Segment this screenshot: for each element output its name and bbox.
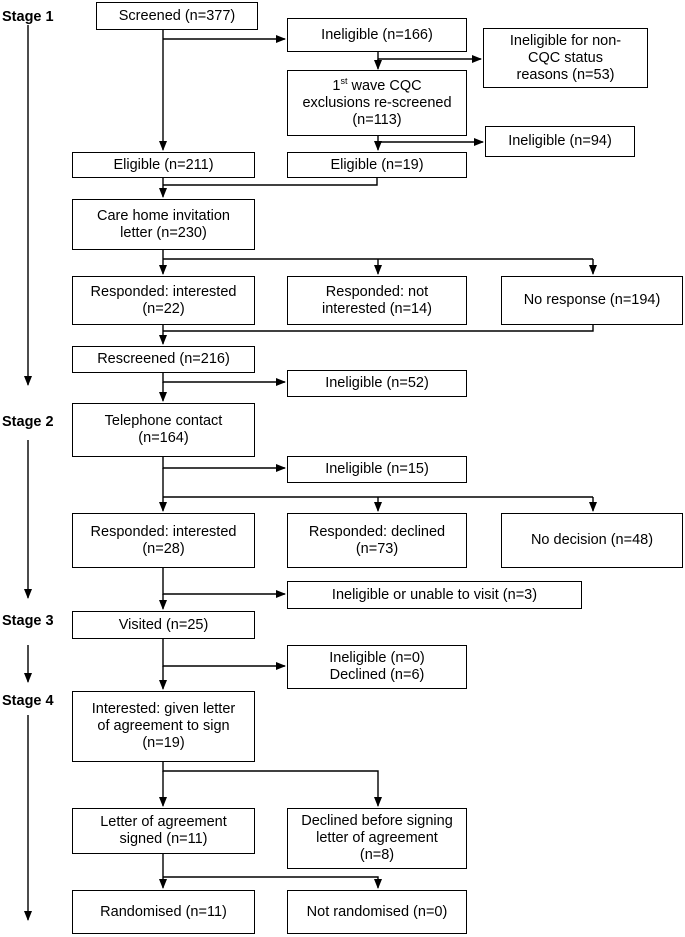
box-responded-interested-22: Responded: interested (n=22) bbox=[72, 276, 255, 325]
box-responded-not-interested: Responded: not interested (n=14) bbox=[287, 276, 467, 325]
box-rescreened: Rescreened (n=216) bbox=[72, 346, 255, 373]
box-interested-given-letter: Interested: given letter of agreement to… bbox=[72, 691, 255, 762]
box-randomised: Randomised (n=11) bbox=[72, 890, 255, 934]
box-eligible-211: Eligible (n=211) bbox=[72, 152, 255, 178]
box-not-randomised: Not randomised (n=0) bbox=[287, 890, 467, 934]
connector bbox=[162, 456, 286, 472]
connector bbox=[162, 638, 286, 670]
box-no-response: No response (n=194) bbox=[501, 276, 683, 325]
connector bbox=[162, 372, 286, 386]
box-letter-signed: Letter of agreement signed (n=11) bbox=[72, 808, 255, 854]
box-telephone-contact: Telephone contact (n=164) bbox=[72, 403, 255, 457]
box-no-decision: No decision (n=48) bbox=[501, 513, 683, 568]
connector bbox=[377, 135, 484, 146]
connector bbox=[163, 324, 594, 332]
box-ineligible-declined: Ineligible (n=0) Declined (n=6) bbox=[287, 645, 467, 689]
cqc-rescreen-text: wave CQC exclusions re-screened (n=113) bbox=[302, 77, 452, 128]
connector bbox=[163, 876, 382, 889]
box-ineligible-94: Ineligible (n=94) bbox=[485, 126, 635, 157]
box-ineligible-52: Ineligible (n=52) bbox=[287, 370, 467, 397]
connector bbox=[162, 761, 382, 807]
stage-4-label: Stage 4 bbox=[2, 693, 54, 709]
stage-1-label: Stage 1 bbox=[2, 9, 54, 25]
stage-2-label: Stage 2 bbox=[2, 414, 54, 430]
box-eligible-19: Eligible (n=19) bbox=[287, 152, 467, 178]
connector bbox=[163, 177, 378, 186]
box-cqc-rescreen: 1st wave CQC exclusions re-screened (n=1… bbox=[287, 70, 467, 136]
box-responded-declined: Responded: declined (n=73) bbox=[287, 513, 467, 568]
box-screened: Screened (n=377) bbox=[96, 2, 258, 30]
box-ineligible-non-cqc: Ineligible for non- CQC status reasons (… bbox=[483, 28, 648, 88]
box-ineligible-166: Ineligible (n=166) bbox=[287, 18, 467, 52]
box-unable-to-visit: Ineligible or unable to visit (n=3) bbox=[287, 581, 582, 609]
box-responded-interested-28: Responded: interested (n=28) bbox=[72, 513, 255, 568]
cqc-wave-number: 1 bbox=[332, 77, 341, 94]
box-ineligible-15: Ineligible (n=15) bbox=[287, 456, 467, 483]
box-declined-before-signing: Declined before signing letter of agreem… bbox=[287, 808, 467, 869]
box-visited: Visited (n=25) bbox=[72, 611, 255, 639]
stage-3-label: Stage 3 bbox=[2, 613, 54, 629]
connector bbox=[377, 52, 482, 63]
cqc-wave-suffix: st bbox=[340, 75, 348, 86]
connector bbox=[162, 567, 286, 598]
box-invitation: Care home invitation letter (n=230) bbox=[72, 199, 255, 250]
